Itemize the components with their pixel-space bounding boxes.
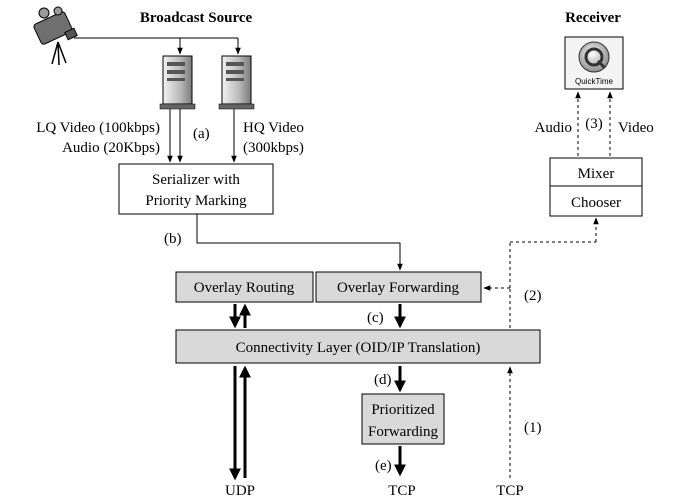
- serializer-label-line2: Priority Marking: [145, 193, 247, 209]
- connectivity-layer-label: Connectivity Layer (OID/IP Translation): [236, 340, 481, 356]
- chooser-label: Chooser: [571, 195, 621, 211]
- lq-encoder-server-icon: [159, 55, 196, 110]
- video-camera-icon: [33, 6, 78, 66]
- udp-label: UDP: [225, 483, 255, 499]
- overlay-forwarding-label: Overlay Forwarding: [337, 280, 460, 296]
- mixer-box: [549, 157, 643, 187]
- hq-video-label: HQ Video: [243, 120, 304, 136]
- connectivity-layer-box: [175, 329, 541, 364]
- serializer-box: [118, 163, 274, 215]
- step-c-label: (c): [367, 310, 384, 326]
- quicktime-icon-label: QuickTime: [575, 77, 613, 86]
- quicktime-player-icon: QuickTime: [564, 36, 624, 90]
- tcp-in-label: TCP: [496, 483, 524, 499]
- step-d-label: (d): [374, 372, 392, 388]
- prioritized-label-line2: Forwarding: [368, 424, 438, 440]
- step-a-label: (a): [193, 126, 210, 142]
- serializer-to-forwarding-arrow: [196, 214, 403, 271]
- step-b-label: (b): [164, 231, 182, 247]
- prioritized-label-line1: Prioritized: [371, 402, 435, 418]
- step-e-label: (e): [375, 458, 392, 474]
- audio-output-label: Audio: [535, 120, 573, 136]
- overlay-routing-box: [175, 271, 314, 303]
- tcp-out-label: TCP: [388, 483, 416, 499]
- hq-rate-label: (300kbps): [243, 140, 304, 156]
- audio-rate-label: Audio (20Kbps): [62, 140, 160, 156]
- prioritized-forwarding-box: [361, 393, 445, 445]
- step-2-label: (2): [524, 288, 542, 304]
- step-1-label: (1): [524, 420, 542, 436]
- chooser-box: [549, 185, 643, 217]
- lq-video-label: LQ Video (100kbps): [36, 120, 160, 136]
- hq-encoder-server-icon: [218, 55, 255, 110]
- mixer-label: Mixer: [578, 166, 615, 182]
- step-3-label: (3): [585, 116, 603, 132]
- broadcast-source-title: Broadcast Source: [140, 10, 253, 26]
- video-output-label: Video: [618, 120, 654, 136]
- overlay-routing-label: Overlay Routing: [194, 280, 295, 296]
- overlay-forwarding-box: [315, 271, 482, 303]
- serializer-label-line1: Serializer with: [152, 172, 240, 188]
- receiver-title: Receiver: [565, 10, 621, 26]
